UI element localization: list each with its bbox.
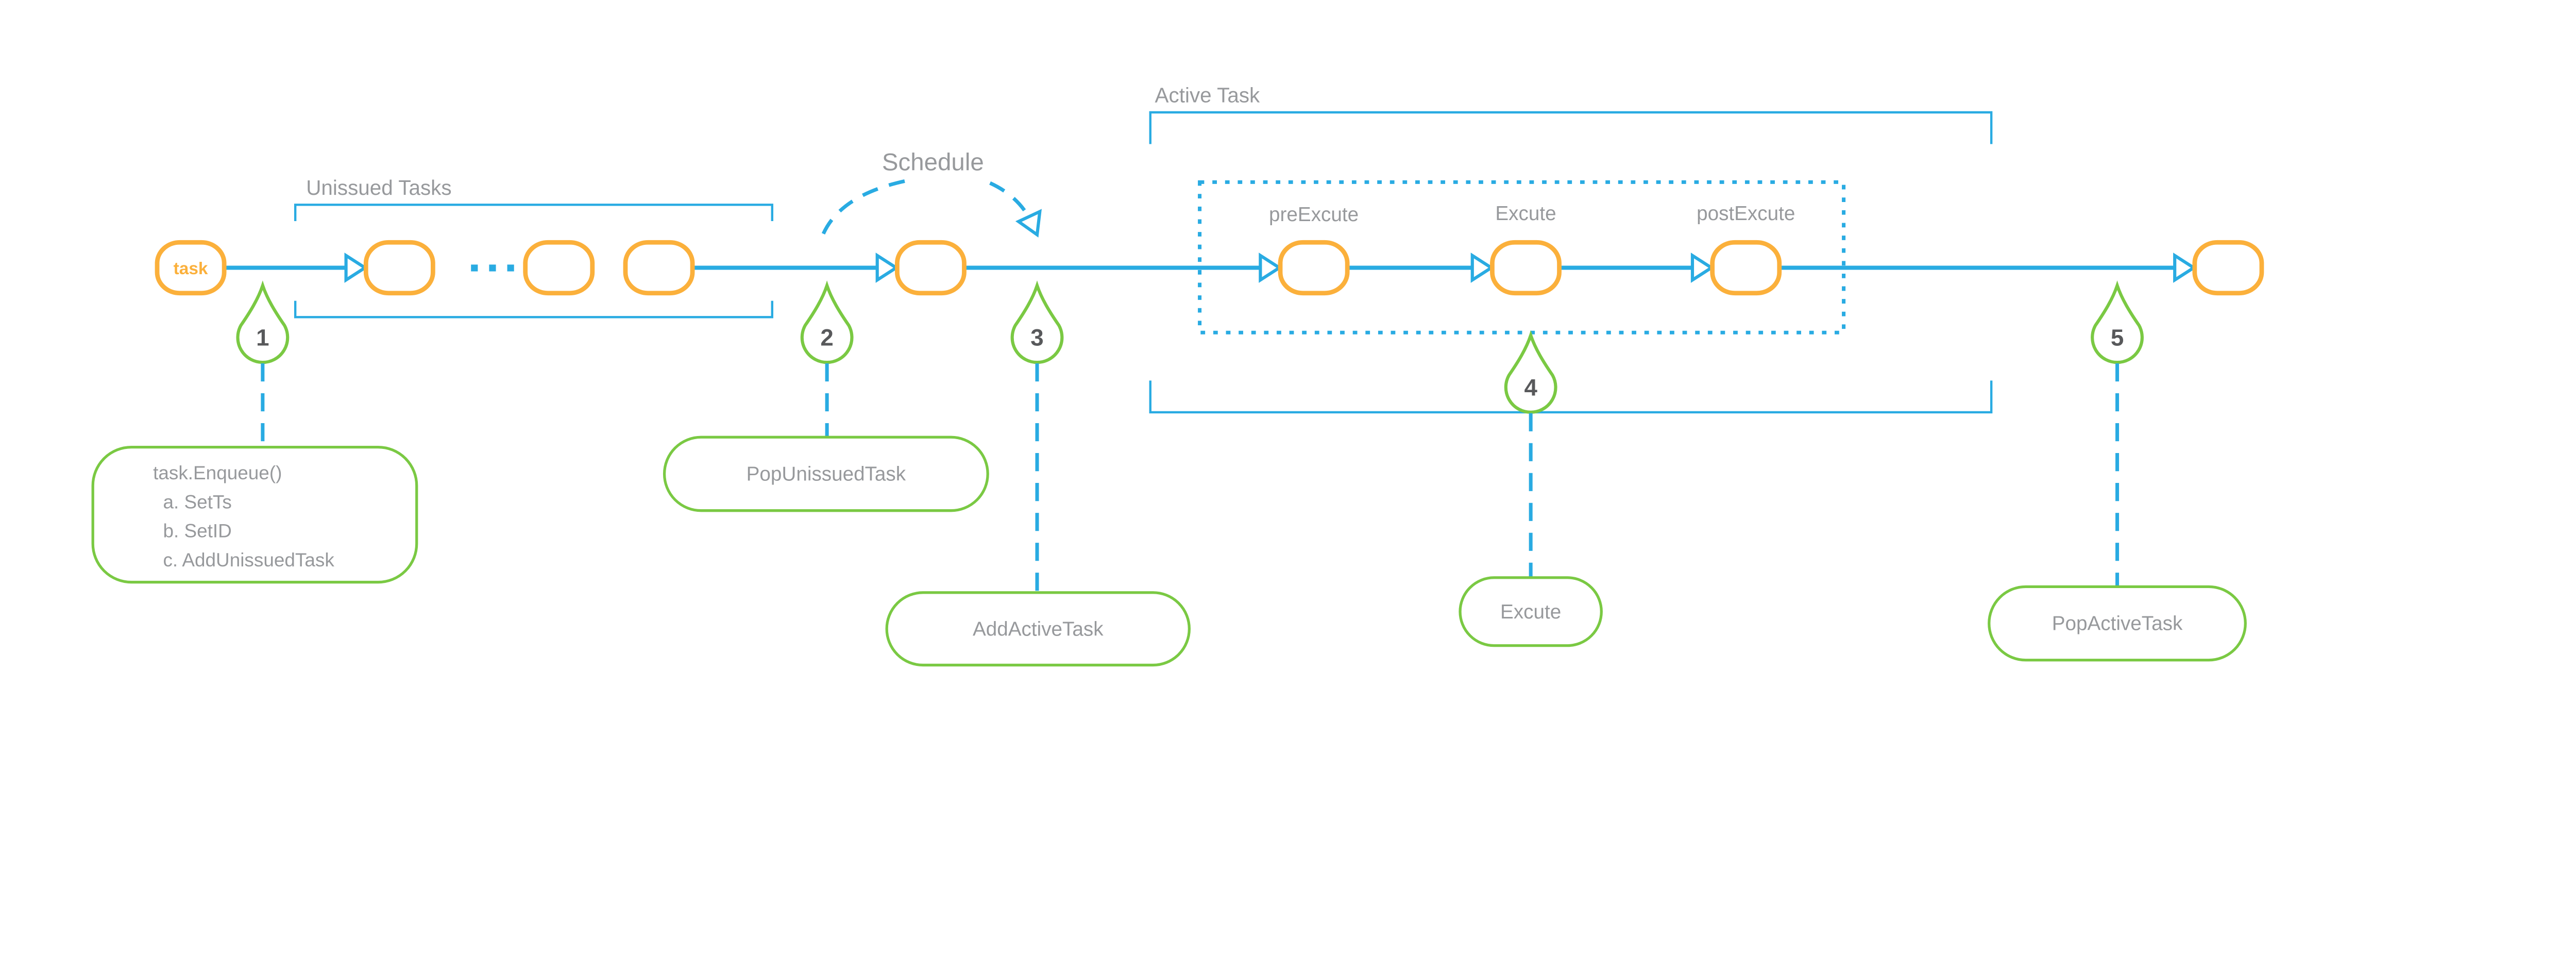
arrowhead-queue-to-schedule-icon (875, 253, 900, 283)
annotation-pop-unissued: PopUnissuedTask (663, 436, 989, 512)
task-scheduling-diagram: Unissued Tasks Active Task Schedule preE… (91, 83, 2264, 667)
pin-3-number: 3 (1030, 325, 1043, 351)
arrowhead-execute-to-postexecute-icon (1690, 253, 1715, 283)
schedule-arc-arrowhead-icon (1015, 209, 1042, 238)
execute-node (1490, 240, 1562, 296)
preexecute-node (1278, 240, 1350, 296)
execute-label: Excute (1495, 203, 1556, 225)
pin-2: 2 (800, 280, 854, 364)
pin-5-number: 5 (2111, 325, 2124, 351)
unissued-queue-node (363, 240, 435, 296)
annotation-pop-active-text: PopActiveTask (2052, 613, 2183, 635)
pin-1: 1 (236, 280, 290, 364)
arrowhead-postexecute-to-done-icon (2173, 253, 2197, 283)
schedule-label: Schedule (882, 149, 984, 176)
pin-4: 4 (1504, 330, 1557, 414)
pin-1-number: 1 (256, 325, 269, 351)
unissued-bracket-top (294, 204, 773, 221)
pin-4-teardrop-icon (1504, 330, 1557, 414)
postexecute-label: postExcute (1697, 203, 1795, 225)
queue-ellipsis-dot (471, 264, 478, 272)
schedule-node (894, 240, 967, 296)
queue-ellipsis-dot (489, 264, 496, 272)
annotation-enqueue-line-4: c. AddUnissuedTask (163, 549, 334, 571)
unissued-queue-node (523, 240, 595, 296)
queue-ellipsis-dot (507, 264, 514, 272)
schedule-arc-left (821, 178, 909, 235)
annotation-enqueue-line-3: b. SetID (163, 521, 231, 542)
pin-3: 3 (1010, 280, 1064, 364)
task-node (155, 240, 227, 296)
preexecute-label: preExcute (1269, 204, 1359, 226)
task-node-label: task (174, 259, 208, 278)
pin-5-teardrop-icon (2091, 280, 2144, 364)
pin-3-teardrop-icon (1010, 280, 1064, 364)
annotation-execute-text: Excute (1500, 601, 1561, 623)
pin-4-number: 4 (1524, 374, 1537, 400)
unissued-queue-node (623, 240, 695, 296)
pin-2-teardrop-icon (800, 280, 854, 364)
diagram-canvas: Unissued Tasks Active Task Schedule preE… (91, 83, 2264, 667)
annotation-enqueue-box (91, 445, 418, 584)
unissued-bracket-bottom (294, 300, 773, 319)
annotation-enqueue: task.Enqueue() a. SetTs b. SetID c. AddU… (91, 445, 418, 584)
annotation-enqueue-line-1: task.Enqueue() (153, 462, 282, 483)
done-node (2192, 240, 2264, 296)
annotation-add-active-box (885, 591, 1191, 667)
active-task-bracket-top (1149, 111, 1993, 144)
annotation-add-active: AddActiveTask (885, 591, 1191, 667)
annotation-pop-unissued-box (663, 436, 989, 512)
active-task-dotted-box (1198, 180, 1846, 334)
arrowhead-task-to-queue-icon (344, 253, 368, 283)
arrowhead-preexecute-to-execute-icon (1470, 253, 1495, 283)
postexecute-node (1710, 240, 1782, 296)
annotation-pop-unissued-text: PopUnissuedTask (747, 463, 906, 486)
annotation-add-active-text: AddActiveTask (973, 618, 1104, 640)
pin-5: 5 (2091, 280, 2144, 364)
arrowhead-schedule-to-preexecute-icon (1259, 253, 1282, 283)
pin-2-number: 2 (820, 325, 833, 351)
active-task-label: Active Task (1155, 83, 1260, 107)
annotation-pop-active-box (1988, 585, 2247, 662)
annotation-enqueue-line-2: a. SetTs (163, 491, 231, 512)
unissued-tasks-label: Unissued Tasks (306, 176, 451, 199)
pin-1-teardrop-icon (236, 280, 290, 364)
active-task-bracket-bottom (1149, 380, 1993, 414)
annotation-execute: Excute (1459, 576, 1603, 647)
annotation-pop-active: PopActiveTask (1988, 585, 2247, 662)
annotation-execute-box (1459, 576, 1603, 647)
